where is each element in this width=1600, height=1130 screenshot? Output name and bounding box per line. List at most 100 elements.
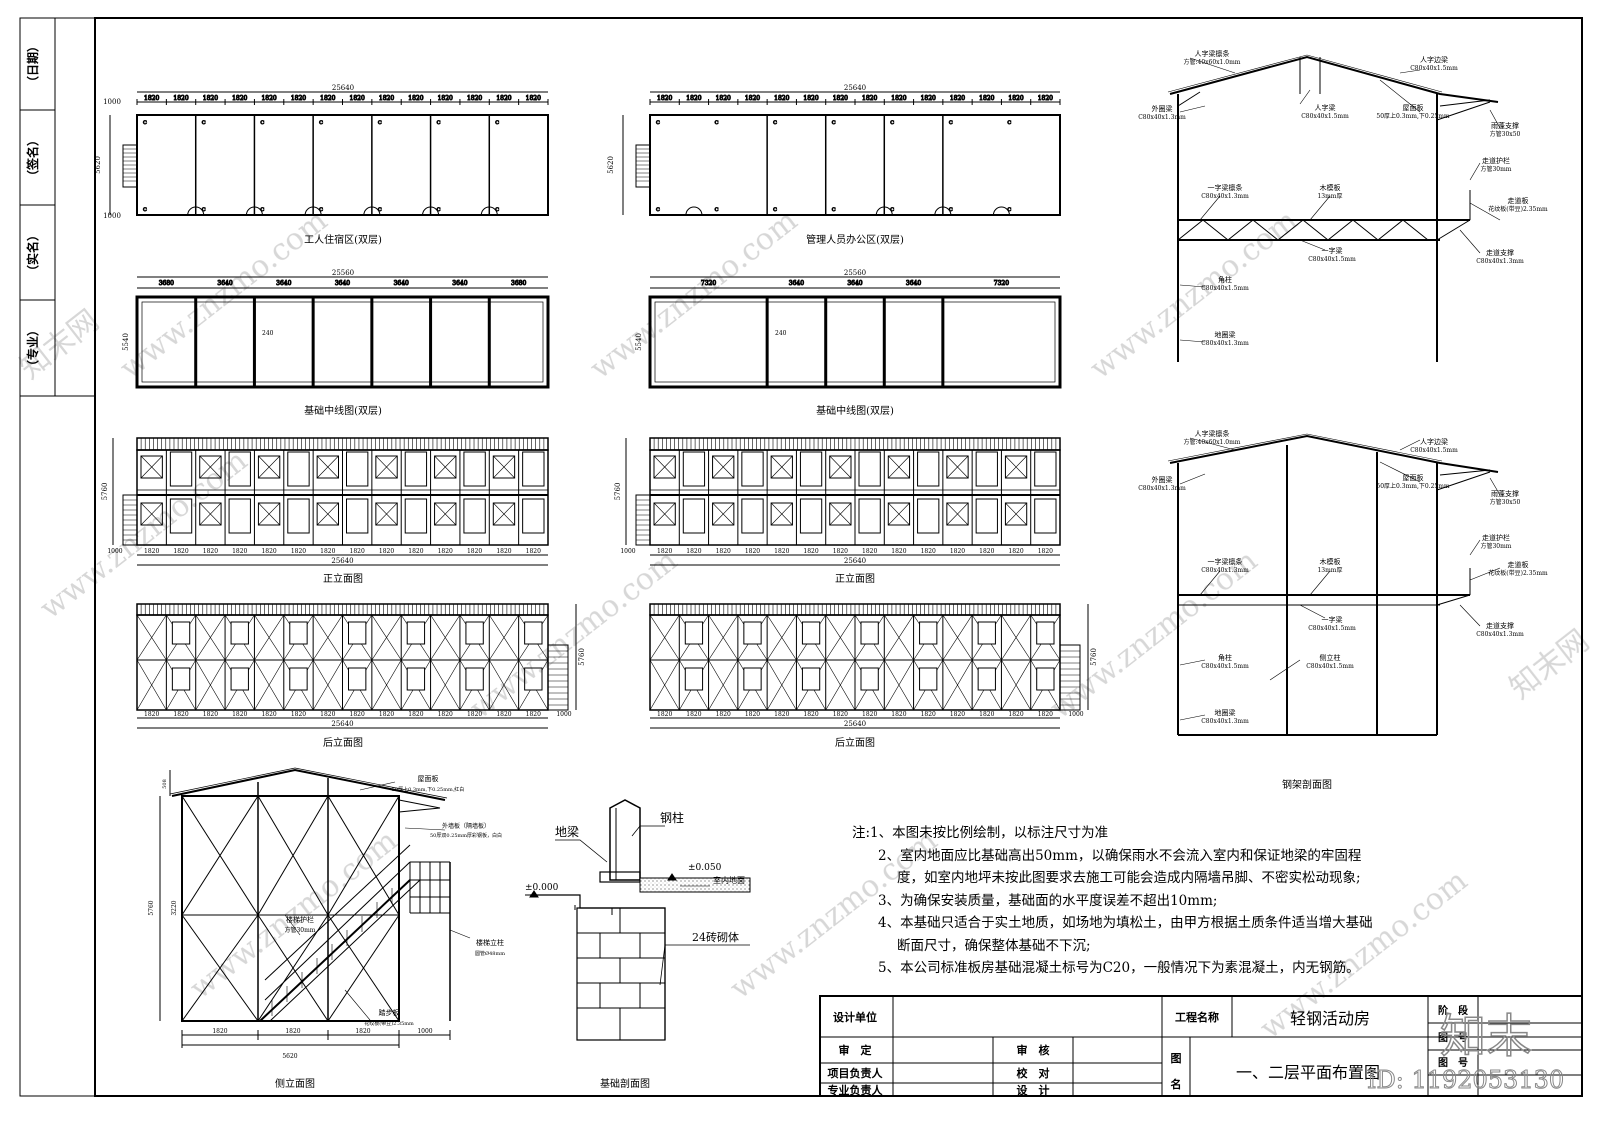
dim-text: 1820 (350, 95, 365, 102)
door (799, 451, 823, 487)
dim-text: 1820 (496, 95, 511, 102)
dim-text: 1820 (803, 548, 818, 555)
door (682, 451, 706, 487)
brace (489, 659, 519, 711)
col-mark: C (890, 207, 894, 213)
tb-sheet: 图 号 (1438, 1057, 1468, 1069)
window (977, 621, 996, 645)
window (770, 502, 793, 526)
brace (371, 659, 402, 711)
tb-check: 校 对 (1017, 1066, 1050, 1080)
window-x (712, 455, 735, 479)
door (287, 498, 310, 534)
window (887, 455, 911, 479)
window-x (653, 455, 676, 479)
dim-text: 1820 (232, 711, 247, 718)
spec-canopy_spec: 方管30x50 (1490, 498, 1521, 506)
brace (430, 614, 461, 661)
side-elevation-labels: 屋面板50厚上0.3mm,下0.25mm,红白外墙板（隔墙板）50厚双0.25m… (148, 774, 505, 1060)
side-roof-spec: 50厚上0.3mm,下0.25mm,红白 (392, 786, 465, 793)
dim-text: 1820 (379, 548, 394, 555)
window (712, 502, 735, 526)
spec-ground_spec: C80x40x1.3mm (1201, 718, 1249, 725)
col-mark: C (437, 207, 441, 213)
window (860, 621, 879, 645)
wm-site: www.znzmo.com (583, 203, 804, 386)
brace (825, 659, 856, 711)
window (684, 667, 704, 691)
label-ground: 地圈梁 (1215, 708, 1236, 717)
dim-text: 3640 (847, 280, 862, 287)
col-mark: C (715, 120, 719, 126)
window (492, 502, 516, 526)
window-x (199, 502, 222, 526)
foundation-section (525, 799, 751, 1041)
door (799, 498, 823, 534)
window (653, 455, 676, 479)
window (860, 667, 879, 691)
brace (136, 614, 167, 661)
window (743, 621, 762, 645)
side-wall-spec: 50厚双0.25mm厚彩钢板，白白 (430, 832, 502, 839)
spec-walk_support_spec: C80x40x1.3mm (1476, 631, 1524, 638)
window (829, 455, 852, 479)
tb-drawing-name: 一、二层平面布置图 (1236, 1063, 1380, 1082)
note-line: 注:1、本图未按比例绘制，以标注尺寸为准 (852, 825, 1109, 841)
window (524, 667, 543, 691)
col-mark: C (1007, 120, 1011, 126)
dim-text: 1820 (232, 548, 247, 555)
label-ground: 地圈梁 (1215, 330, 1236, 339)
window (1004, 502, 1028, 526)
fsec-lvl1: ±0.050 (688, 863, 722, 873)
dim-text: 1820 (950, 95, 965, 102)
dim-text: 25640 (331, 720, 353, 728)
label-beam1: 一字梁檩条 (1208, 183, 1243, 192)
fsec-indoor: 室内地面 (713, 875, 745, 885)
brace (942, 614, 973, 661)
label-beam: 一字梁 (1322, 615, 1343, 624)
dim-text: 1820 (862, 95, 877, 102)
dim-text: 25640 (332, 84, 354, 92)
dim-text: 5620 (94, 156, 102, 174)
window (289, 621, 308, 645)
window (230, 667, 249, 691)
dim-text: 5540 (635, 333, 643, 351)
window (1004, 455, 1028, 479)
brace (254, 614, 285, 661)
window (348, 667, 367, 691)
dim-text: 5760 (614, 483, 622, 501)
window (171, 667, 191, 691)
label-wood: 木模板 (1320, 183, 1341, 192)
col-mark: C (378, 207, 382, 213)
col-mark: C (495, 207, 499, 213)
dim-text: 1820 (745, 95, 760, 102)
dim-text: 1820 (173, 711, 188, 718)
col-mark: C (319, 120, 323, 126)
view-title-steel2: 钢架剖面图 (1282, 778, 1332, 791)
door (741, 498, 764, 534)
window (684, 621, 704, 645)
spec-truss_spec: C80x40x1.5mm (1301, 113, 1349, 120)
window-x (258, 455, 281, 479)
side-roof: 屋面板 (418, 774, 439, 783)
window-x (258, 502, 281, 526)
window (1036, 667, 1055, 691)
dim-text: 1820 (320, 95, 335, 102)
wm-site: www.znzmo.com (113, 203, 334, 386)
col-mark: C (495, 120, 499, 126)
dim-text: 3640 (452, 280, 467, 287)
dim-text: 25560 (844, 269, 866, 277)
dim-text: 1820 (862, 711, 877, 718)
brace (371, 614, 402, 661)
tb-design: 设 计 (1017, 1083, 1050, 1097)
side-rail: 楼梯护栏 (286, 915, 314, 924)
window (171, 621, 191, 645)
dim-text: 1820 (173, 548, 188, 555)
strip-major: （专业） (25, 324, 40, 372)
brace (136, 659, 167, 711)
title-block (819, 995, 1583, 1097)
